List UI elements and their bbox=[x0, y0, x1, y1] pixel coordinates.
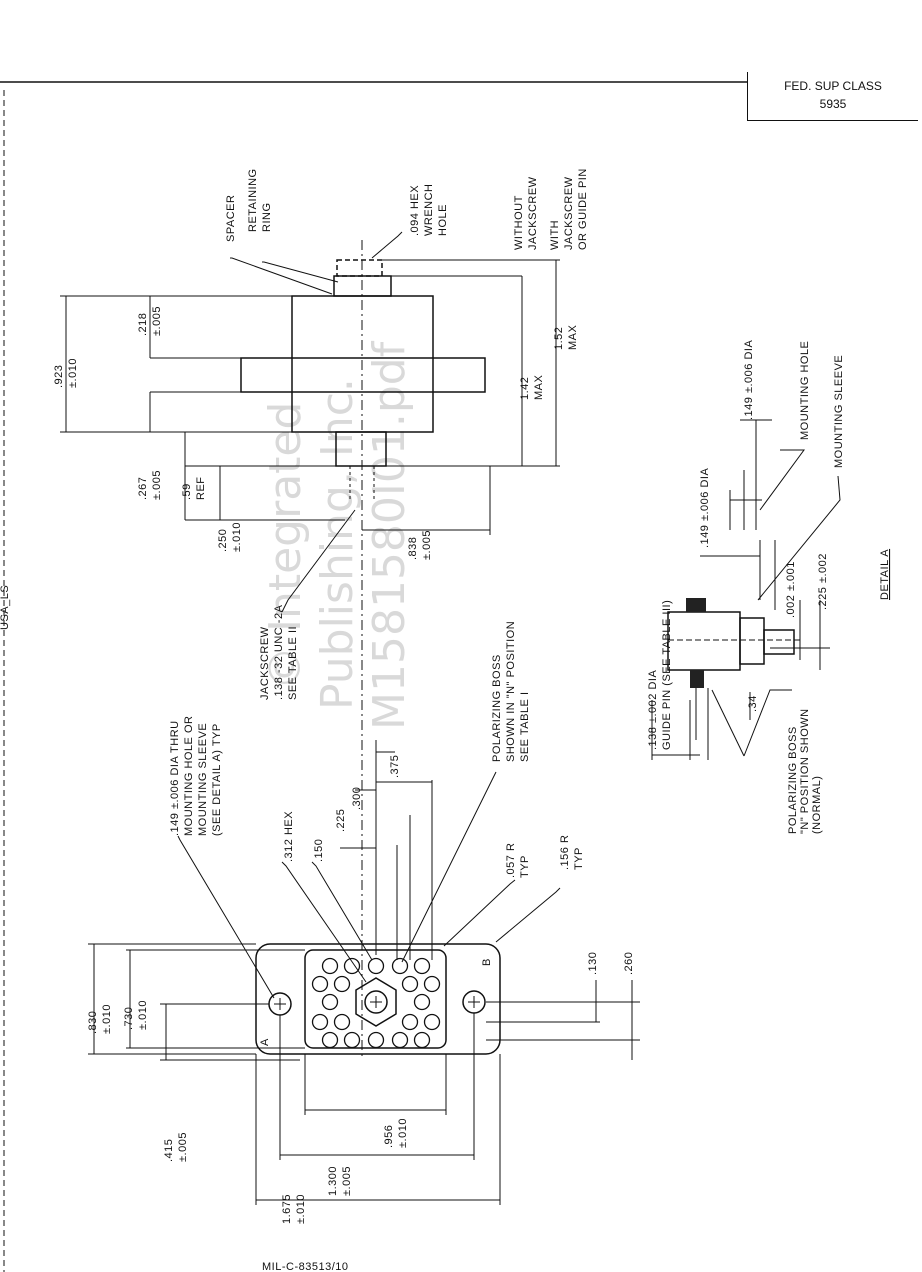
watermark-line-1: © Integrated bbox=[260, 402, 311, 690]
label-polarizing-boss-2: SHOWN IN "N" POSITION bbox=[505, 621, 517, 762]
detail-a-labels: DETAIL A .149 ±.006 DIA MOUNTING HOLE MO… bbox=[647, 340, 891, 834]
dim-152-max: MAX bbox=[567, 325, 579, 351]
detail-a-polarizing-boss-1: POLARIZING BOSS bbox=[787, 726, 799, 834]
label-jackscrew-1: JACKSCREW bbox=[259, 626, 271, 700]
dim-830-value: .830 bbox=[87, 1011, 99, 1034]
dim-130-label: .130 bbox=[587, 952, 599, 975]
label-mounting-hole-2: MOUNTING HOLE OR bbox=[183, 716, 195, 836]
dim-1300-tol: ±.005 bbox=[341, 1166, 353, 1196]
dim-838-value: .838 bbox=[407, 537, 419, 560]
dim-830-tol: ±.010 bbox=[101, 1004, 113, 1034]
dim-415-tol: ±.005 bbox=[177, 1132, 189, 1162]
dim-1675-value: 1.675 bbox=[281, 1194, 293, 1224]
watermark-line-3: M1581580I01.pdf bbox=[364, 340, 415, 730]
label-mounting-hole-4: (SEE DETAIL A) TYP bbox=[211, 723, 223, 836]
label-jackscrew-2: .138 -32 UNC -2A bbox=[273, 604, 285, 700]
side-view-labels: SPACER RETAINING RING .094 HEX WRENCH HO… bbox=[53, 168, 589, 700]
detail-a-sleeve-dia: .149 ±.006 DIA bbox=[699, 468, 711, 548]
bottom-ref-text: MIL-C-83513/10 bbox=[262, 1261, 349, 1272]
label-radius-057-2: TYP bbox=[519, 855, 531, 878]
dim-267-tol: ±.005 bbox=[151, 470, 163, 500]
label-polarizing-boss-1: POLARIZING BOSS bbox=[491, 654, 503, 762]
detail-a-polarizing-boss-2: "N" POSITION SHOWN bbox=[799, 708, 811, 834]
dim-1300-value: 1.300 bbox=[327, 1166, 339, 1196]
detail-a-dim-225: .225 ±.002 bbox=[817, 553, 829, 610]
dim-730-tol: ±.010 bbox=[137, 1000, 149, 1030]
detail-a-dim-34: .34 bbox=[747, 695, 759, 712]
mark-b: B bbox=[481, 958, 493, 966]
front-view-connector bbox=[255, 943, 501, 1055]
watermark: © Integrated Publishing, Inc. M1581580I0… bbox=[260, 340, 415, 730]
dim-59-ref: REF bbox=[195, 477, 207, 501]
fed-sup-class-label: FED. SUP CLASS bbox=[784, 79, 882, 93]
side-view-dimensions bbox=[60, 231, 560, 613]
detail-a-polarizing-boss-3: (NORMAL) bbox=[811, 776, 823, 834]
label-with-jackscrew-3: OR GUIDE PIN bbox=[577, 168, 589, 250]
dim-923-tol: ±.010 bbox=[67, 358, 79, 388]
dim-142-max: MAX bbox=[533, 375, 545, 401]
detail-a-guide-pin-2: GUIDE PIN (SEE TABLE III) bbox=[661, 600, 673, 750]
dim-267-value: .267 bbox=[137, 477, 149, 500]
label-hex-wrench-2: WRENCH bbox=[423, 184, 435, 237]
fed-sup-class-box: FED. SUP CLASS 5935 bbox=[747, 72, 918, 121]
label-radius-057-1: .057 R bbox=[505, 843, 517, 878]
front-view-dimensions bbox=[88, 740, 640, 1205]
label-with-jackscrew-2: JACKSCREW bbox=[563, 176, 575, 250]
detail-a-guide-pin-1: .138 ±.002 DIA bbox=[647, 670, 659, 750]
dim-152-value: 1.52 bbox=[553, 327, 565, 350]
detail-a-mounting-sleeve: MOUNTING SLEEVE bbox=[833, 355, 845, 468]
dim-260-label: .260 bbox=[623, 952, 635, 975]
dim-923-value: .923 bbox=[53, 365, 65, 388]
dim-415-value: .415 bbox=[163, 1139, 175, 1162]
label-mounting-hole-3: MOUNTING SLEEVE bbox=[197, 723, 209, 836]
dim-956-tol: ±.010 bbox=[397, 1118, 409, 1148]
mark-a: A bbox=[259, 1038, 271, 1046]
dim-1675-tol: ±.010 bbox=[295, 1194, 307, 1224]
label-with-jackscrew-1: WITH bbox=[549, 220, 561, 250]
dim-142-value: 1.42 bbox=[519, 377, 531, 400]
label-retaining-ring-2: RING bbox=[261, 203, 273, 233]
label-mounting-hole-1: .149 ±.006 DIA THRU bbox=[169, 720, 181, 836]
front-view-labels: .149 ±.006 DIA THRU MOUNTING HOLE OR MOU… bbox=[87, 621, 635, 1224]
label-without-jackscrew-1: WITHOUT bbox=[513, 195, 525, 250]
label-radius-156-1: .156 R bbox=[559, 835, 571, 870]
dim-150-label: .150 bbox=[313, 839, 325, 862]
label-hex-312: .312 HEX bbox=[283, 811, 295, 862]
dim-838-tol: ±.005 bbox=[421, 530, 433, 560]
detail-a-mounting-hole: MOUNTING HOLE bbox=[799, 341, 811, 440]
label-without-jackscrew-2: JACKSCREW bbox=[527, 176, 539, 250]
label-polarizing-boss-3: SEE TABLE I bbox=[519, 691, 531, 762]
dim-225-label: .225 bbox=[335, 809, 347, 832]
dim-250-value: .250 bbox=[217, 529, 229, 552]
dim-250-tol: ±.010 bbox=[231, 522, 243, 552]
dim-956-value: .956 bbox=[383, 1125, 395, 1148]
detail-a-drawing bbox=[651, 419, 841, 760]
label-hex-wrench-1: .094 HEX bbox=[409, 185, 421, 236]
label-jackscrew-3: SEE TABLE II bbox=[287, 626, 299, 700]
left-ref-text: USA_LS bbox=[0, 585, 11, 630]
detail-a-mounting-hole-dia: .149 ±.006 DIA bbox=[743, 340, 755, 420]
dim-730-value: .730 bbox=[123, 1007, 135, 1030]
dim-375-label: .375 bbox=[389, 755, 401, 778]
dim-218-tol: ±.005 bbox=[151, 306, 163, 336]
detail-a-dim-002: .002 ±.001 bbox=[785, 561, 797, 618]
label-hex-wrench-3: HOLE bbox=[437, 204, 449, 236]
dim-300-label: .300 bbox=[351, 787, 363, 810]
dim-218-value: .218 bbox=[137, 313, 149, 336]
detail-a-title: DETAIL A bbox=[879, 549, 891, 600]
contact-cavities bbox=[311, 957, 441, 1049]
sheet-border bbox=[0, 81, 747, 1272]
label-radius-156-2: TYP bbox=[573, 847, 585, 870]
label-spacer: SPACER bbox=[225, 195, 237, 242]
watermark-line-2: Publishing, Inc. bbox=[312, 378, 363, 710]
fed-sup-class-value: 5935 bbox=[819, 97, 847, 111]
label-retaining-ring-1: RETAINING bbox=[247, 168, 259, 232]
dim-59-value: .59 bbox=[181, 483, 193, 500]
